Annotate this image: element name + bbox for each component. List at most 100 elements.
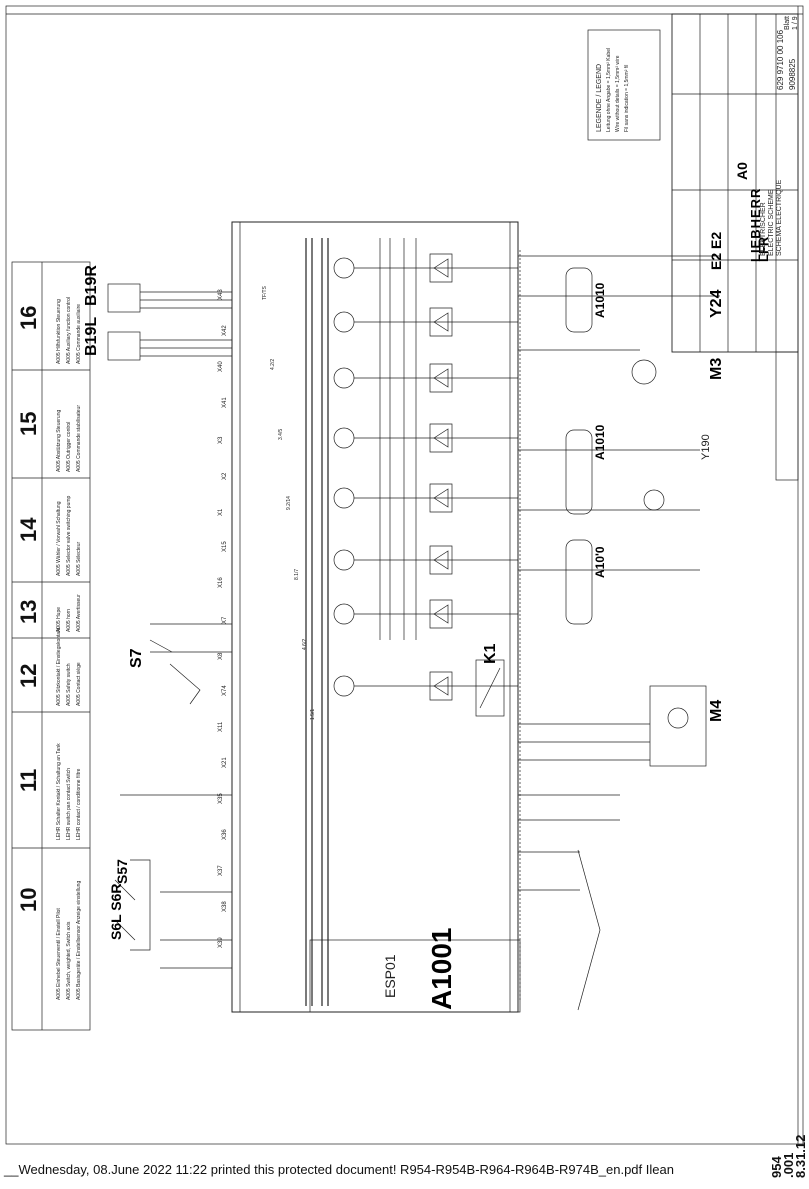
column-description: A005 Basisgeräte / Einstellsensor Anzeig… xyxy=(76,880,82,1000)
switch-s57-label: S57 xyxy=(114,859,130,884)
column-description: A005 horn xyxy=(66,608,72,632)
indicator-lamp xyxy=(333,549,355,571)
connector-tag: X37 xyxy=(218,865,224,876)
sheet-size: A0 xyxy=(734,162,750,180)
indicator-lamp xyxy=(333,427,355,449)
wire-tag: 4.6/2 xyxy=(302,638,308,650)
drawing-number: 629 9710 00 106 xyxy=(776,29,785,90)
module-a1010-low-label: A10'0 xyxy=(593,546,607,578)
module-a1010-low xyxy=(565,539,593,625)
indicator-lamp xyxy=(333,367,355,389)
legend-line: Leitung ohne Angabe = 1,5mm² Kabel xyxy=(606,47,612,132)
serial-number: 9098825 xyxy=(788,58,797,90)
connector-tag: X2 xyxy=(222,472,228,480)
connector-tag: X7 xyxy=(222,616,228,624)
solenoid-y190-label: Y190 xyxy=(700,434,712,460)
column-number: 12 xyxy=(16,663,41,688)
connector-tag: X35 xyxy=(218,793,224,804)
wire-tag: 1.5/1 xyxy=(310,708,316,720)
column-number: 10 xyxy=(16,887,41,912)
sheet-frame xyxy=(5,5,804,1145)
lamp-symbol xyxy=(643,489,665,511)
connector-tag: X43 xyxy=(218,289,224,300)
column-description: A005 Abstützung Steuerung xyxy=(56,409,62,472)
sheet-label: Blatt xyxy=(784,15,791,30)
connector-tag: X39 xyxy=(218,937,224,948)
legend-box xyxy=(587,29,661,141)
lamps-e2-label: E2 E2 xyxy=(708,231,724,270)
wire-tag: 4.2/2 xyxy=(270,358,276,370)
connector-tag: X1 xyxy=(218,508,224,516)
title-block xyxy=(671,13,799,353)
column-description: A005 Hilfsfunktion Steuerung xyxy=(56,299,62,364)
legend-strip xyxy=(11,261,91,1031)
connector-tag: X8 xyxy=(218,652,224,660)
column-description: LEHR contact / conditionne filtre xyxy=(76,768,82,840)
column-description: A005 Selector valve switching pump xyxy=(66,495,72,576)
connector-tag: X42 xyxy=(222,325,228,336)
sensor-b19r-symbol xyxy=(107,283,141,313)
column-description: A005 Avertisseur xyxy=(76,594,82,632)
switch-s6-symbol xyxy=(114,859,151,951)
column-description: A005 Safety switch xyxy=(66,663,72,706)
column-description: A005 Outrigger control xyxy=(66,421,72,472)
wire-tag: 9.2/14 xyxy=(286,496,292,510)
title-de: ELEKTRISCHER xyxy=(760,202,767,256)
switch-s7-symbol xyxy=(149,639,201,705)
module-a1010-mid xyxy=(565,429,593,515)
legend-line: Wire without details = 1,5mm² wire xyxy=(615,55,621,132)
controller-a1001-label: A1001 xyxy=(426,927,457,1010)
wire-tag: 3.4/5 xyxy=(278,428,284,440)
connector-tag: X16 xyxy=(218,577,224,588)
relay-box xyxy=(475,659,505,717)
title-en: ELECTRIC SCHEME xyxy=(768,189,775,256)
connector-tag: X21 xyxy=(222,757,228,768)
legend-title: LEGENDE / LEGEND xyxy=(596,63,603,132)
indicator-lamp xyxy=(333,257,355,279)
wire-tag: 8.1/7 xyxy=(294,568,300,580)
sheet-number: 1 / 9 xyxy=(792,16,799,30)
wire-tag: TF/TS xyxy=(262,286,268,300)
column-number: 14 xyxy=(16,517,41,542)
connector-tag: X3 xyxy=(218,436,224,444)
legend-line: Fil sans indication = 1,5mm² fil xyxy=(624,64,630,132)
sensor-b19r-label: B19R xyxy=(83,265,100,306)
indicator-lamp xyxy=(333,487,355,509)
connector-tag: X74 xyxy=(222,685,228,696)
column-description: LEHR switch pan contact Switch xyxy=(66,768,72,840)
switch-s7-label: S7 xyxy=(128,648,145,668)
a1001-box xyxy=(309,939,521,1013)
notes-box xyxy=(775,351,799,481)
column-description: A005 Sitzkontakt / Einstiegskontakt xyxy=(56,627,62,706)
controller-sub-label: ESP01 xyxy=(382,954,398,998)
sensor-b19l-symbol xyxy=(107,331,141,361)
column-number: 16 xyxy=(16,305,41,330)
module-a1010-top-label: A1010 xyxy=(593,282,607,318)
connector-tag: X15 xyxy=(222,541,228,552)
print-footer: __Wednesday, 08.June 2022 11:22 printed … xyxy=(4,1162,674,1177)
connector-tag: X40 xyxy=(218,361,224,372)
column-description: A005 Sélecteur xyxy=(76,541,82,576)
column-description: A005 Einhebel Steuerventil / Einstell Pi… xyxy=(56,908,62,1000)
solenoid-y24-label: Y24 xyxy=(708,289,725,318)
column-description: A005 Wähler / Vorwahl Schaltung xyxy=(56,501,62,577)
controller-frame xyxy=(231,221,519,1013)
motor-symbol xyxy=(667,707,689,729)
sensor-b19l-label: B19L xyxy=(83,316,100,356)
column-description: A005 Contact siège xyxy=(76,662,82,706)
indicator-lamp xyxy=(333,311,355,333)
connector-tag: X38 xyxy=(222,901,228,912)
indicator-lamp xyxy=(333,675,355,697)
column-number: 11 xyxy=(16,768,41,792)
column-number: 13 xyxy=(16,599,41,624)
column-description: A005 Switch, weighted, Switch axis xyxy=(66,921,72,1000)
module-a1010-top xyxy=(565,267,593,333)
module-a1010-mid-label: A1010 xyxy=(593,424,607,460)
title-fr: SCHEMA ELECTRIQUE xyxy=(776,179,783,256)
column-number: 15 xyxy=(16,411,41,436)
switch-s6-label: S6L S6R xyxy=(108,883,124,940)
page-ref-line3: 8.31.12 xyxy=(793,1134,808,1178)
connector-tag: X36 xyxy=(222,829,228,840)
